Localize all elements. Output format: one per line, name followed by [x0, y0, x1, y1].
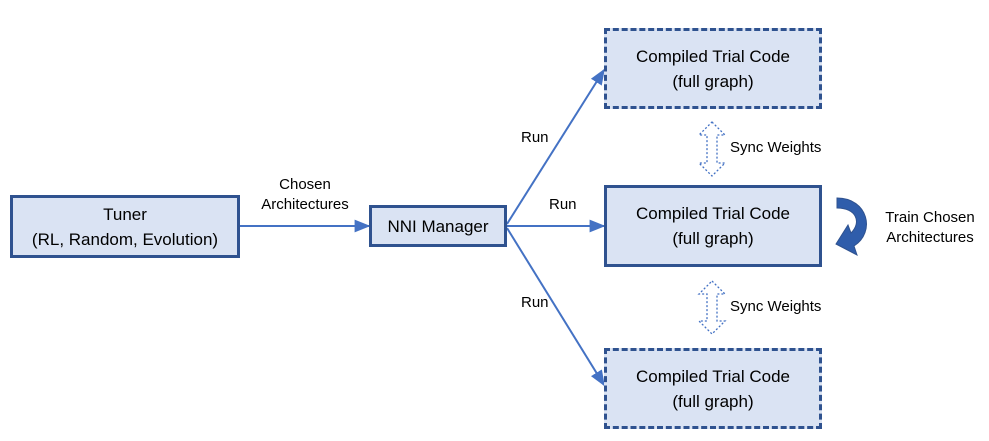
trial-top-subtitle: (full graph) — [672, 71, 754, 91]
sync-weights-lower-label: Sync Weights — [730, 298, 822, 315]
trial-middle-subtitle: (full graph) — [672, 229, 754, 248]
trial-top-title: Compiled Trial Code — [635, 46, 790, 66]
tuner-box: Tuner (RL, Random, Evolution) — [10, 195, 240, 258]
train-chosen-label: Train Chosen Architectures — [885, 209, 975, 246]
run-label-top: Run — [521, 129, 549, 146]
arrow-manager-to-bottom-trial — [506, 227, 605, 387]
trial-box-middle: Compiled Trial Code (full graph) — [604, 185, 822, 267]
trial-box-top: Compiled Trial Code (full graph) — [604, 28, 822, 109]
sync-weights-upper-label: Sync Weights — [730, 139, 822, 156]
nni-manager-box: NNI Manager — [369, 205, 507, 247]
train-loop-arrow-icon — [835, 197, 867, 257]
trial-bottom-subtitle: (full graph) — [672, 391, 754, 411]
nni-manager-label: NNI Manager — [387, 216, 489, 236]
arrow-manager-to-top-trial — [506, 68, 605, 225]
trial-middle-title: Compiled Trial Code — [635, 204, 790, 223]
tuner-title: Tuner — [103, 204, 147, 224]
trial-bottom-title: Compiled Trial Code — [635, 366, 790, 386]
run-label-middle: Run — [549, 196, 577, 213]
tuner-subtitle: (RL, Random, Evolution) — [31, 229, 219, 249]
trial-box-bottom: Compiled Trial Code (full graph) — [604, 348, 822, 429]
run-label-bottom: Run — [521, 294, 549, 311]
sync-arrow-upper-icon — [697, 121, 727, 177]
edge-label-chosen-architectures: Chosen Architectures — [261, 176, 349, 213]
sync-arrow-lower-icon — [697, 280, 727, 335]
